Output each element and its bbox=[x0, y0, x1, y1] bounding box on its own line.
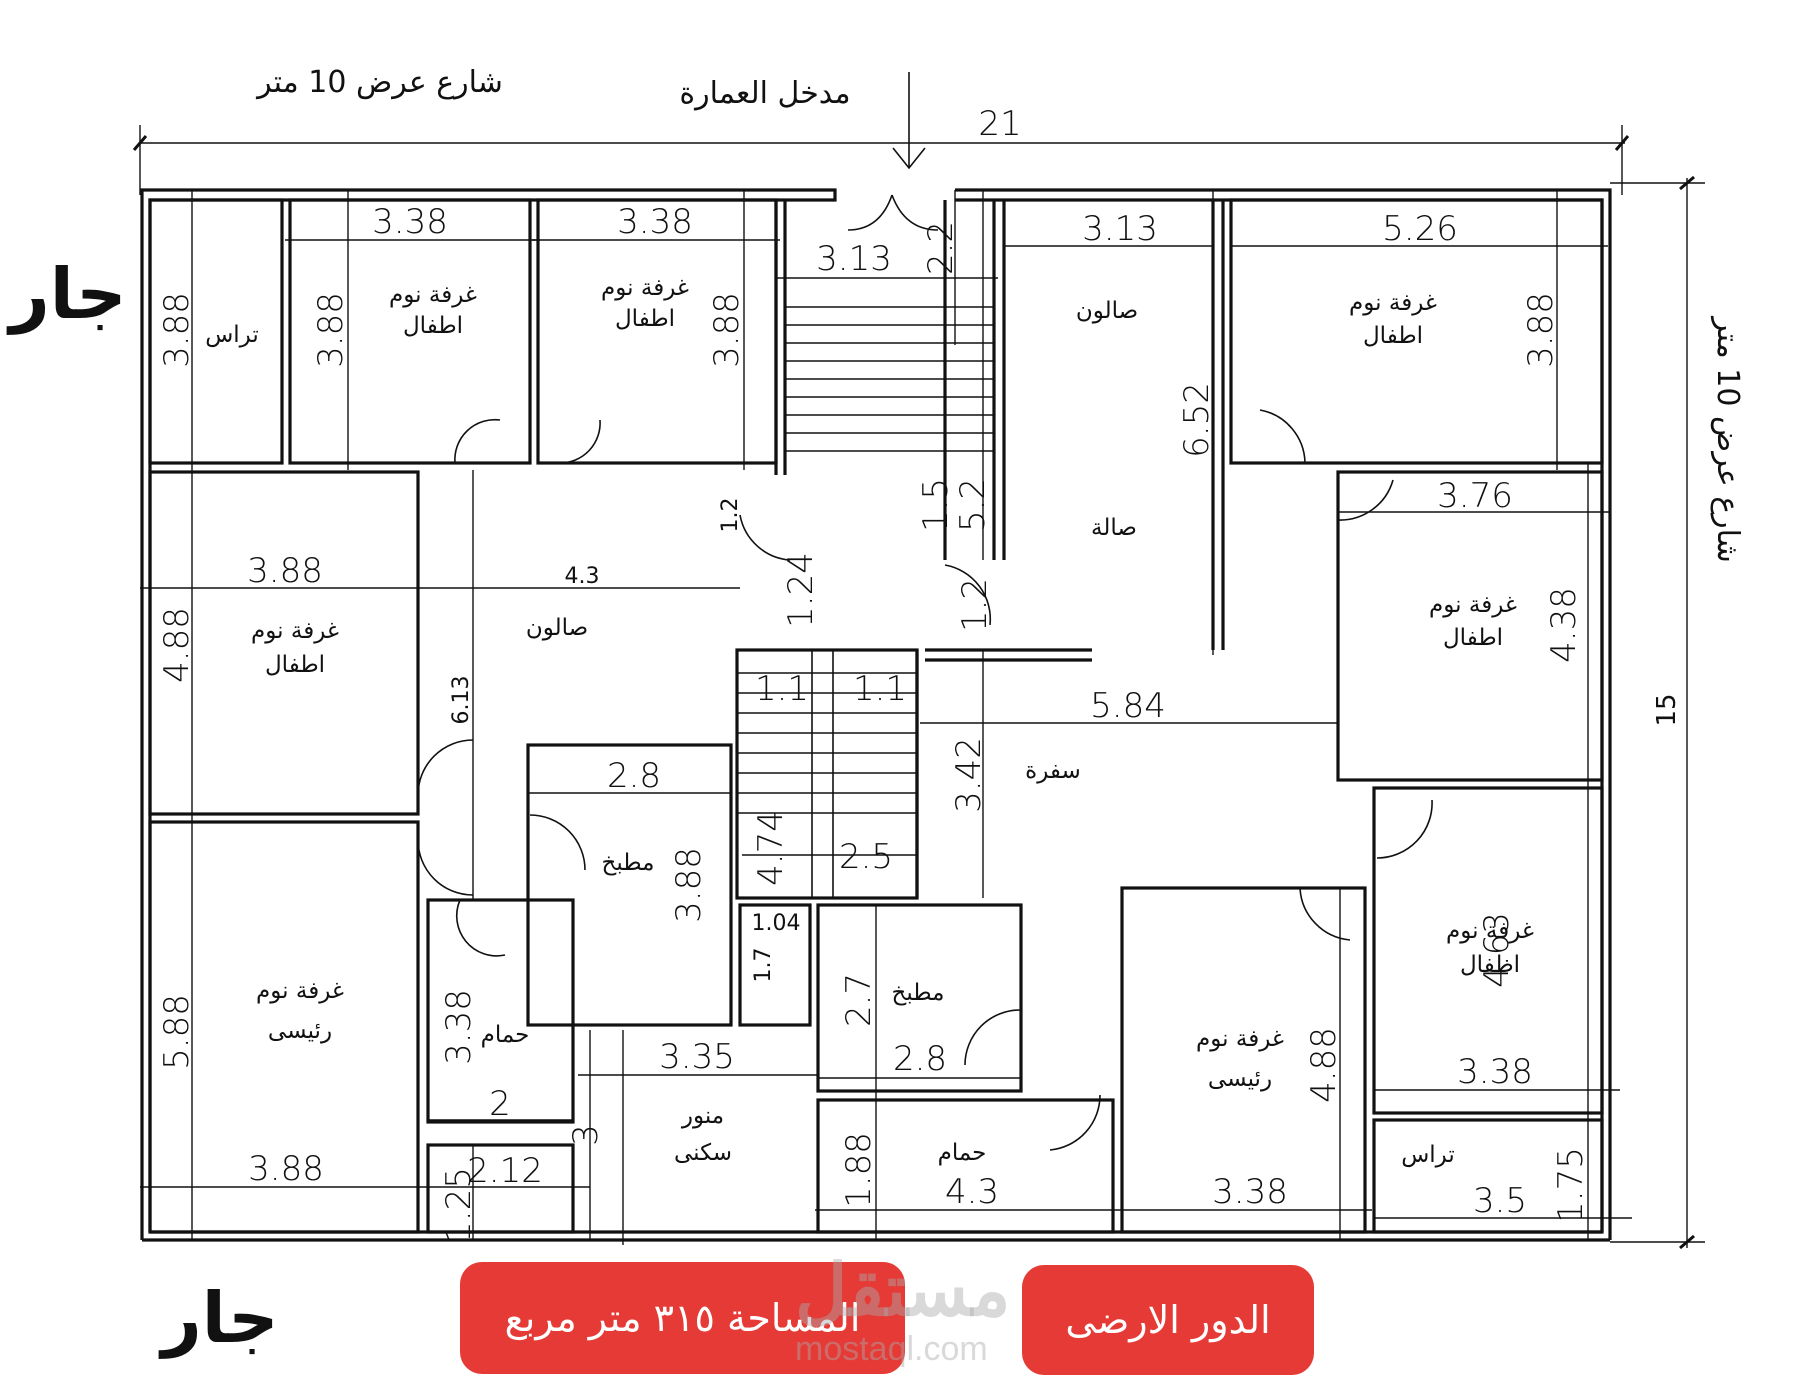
svg-text:4.38: 4.38 bbox=[1544, 587, 1584, 663]
svg-text:1.2: 1.2 bbox=[955, 578, 995, 632]
room-label-salon-west: صالون bbox=[526, 615, 588, 641]
neighbor-bottom-label: جار bbox=[158, 1277, 278, 1359]
room-label-kids-se: غرفة نوم bbox=[1446, 918, 1534, 944]
watermark-arabic: مستقل bbox=[795, 1251, 1011, 1331]
svg-text:3: 3 bbox=[566, 1124, 606, 1146]
svg-text:3.13: 3.13 bbox=[816, 239, 892, 279]
svg-text:3.38: 3.38 bbox=[1457, 1052, 1533, 1092]
svg-text:6.13: 6.13 bbox=[449, 676, 474, 725]
room-label-bath-w: حمام bbox=[481, 1022, 530, 1048]
svg-text:3.88: 3.88 bbox=[248, 1149, 324, 1189]
room-label-terrace-se: تراس bbox=[1401, 1142, 1455, 1168]
room-label-kids2: غرفة نوم bbox=[601, 275, 689, 301]
svg-text:5.88: 5.88 bbox=[157, 994, 197, 1070]
room-label-master-w: غرفة نوم bbox=[256, 978, 344, 1004]
svg-text:3.38: 3.38 bbox=[439, 989, 479, 1065]
neighbor-left-label: جار bbox=[6, 253, 126, 335]
interior-walls bbox=[148, 194, 1604, 1245]
room-label-salon-east: صالون bbox=[1076, 298, 1138, 324]
svg-text:1.24: 1.24 bbox=[781, 552, 821, 628]
svg-text:1.04: 1.04 bbox=[752, 911, 801, 936]
svg-text:2.8: 2.8 bbox=[607, 756, 661, 796]
room-label-bath-e: حمام bbox=[938, 1140, 987, 1166]
svg-text:1.7: 1.7 bbox=[751, 948, 776, 983]
room-label-dining: سفرة bbox=[1025, 758, 1081, 784]
room-label-kids-ne: غرفة نوم bbox=[1349, 290, 1437, 316]
svg-text:2.7: 2.7 bbox=[839, 973, 879, 1027]
svg-text:4.88: 4.88 bbox=[1304, 1027, 1344, 1103]
svg-text:3.13: 3.13 bbox=[1082, 209, 1158, 249]
svg-text:1.88: 1.88 bbox=[839, 1132, 879, 1208]
street-right-label: شارع عرض 10 متر bbox=[1710, 315, 1745, 563]
svg-text:1.1: 1.1 bbox=[853, 669, 907, 709]
svg-text:4.74: 4.74 bbox=[751, 810, 791, 886]
svg-text:3.38: 3.38 bbox=[617, 202, 693, 242]
svg-text:3.76: 3.76 bbox=[1437, 476, 1513, 516]
entrance-label: مدخل العمارة bbox=[679, 76, 850, 111]
room-label-kids-w: غرفة نوم bbox=[251, 618, 339, 644]
room-label-kitchen-e: مطبخ bbox=[892, 980, 945, 1006]
room-label-kitchen-w: مطبخ bbox=[602, 850, 655, 876]
svg-text:اطفال: اطفال bbox=[615, 306, 675, 332]
svg-text:3.88: 3.88 bbox=[311, 292, 351, 368]
svg-text:15: 15 bbox=[1652, 693, 1682, 726]
svg-text:2.8: 2.8 bbox=[893, 1039, 947, 1079]
floor-banner: الدور الارضى bbox=[1022, 1265, 1314, 1375]
svg-text:رئيسى: رئيسى bbox=[1208, 1066, 1272, 1092]
svg-text:2: 2 bbox=[489, 1084, 511, 1124]
svg-text:6.52: 6.52 bbox=[1177, 382, 1217, 458]
svg-text:2.5: 2.5 bbox=[839, 837, 893, 877]
room-label-terrace-nw: تراس bbox=[205, 322, 259, 348]
svg-text:اطفال: اطفال bbox=[403, 313, 463, 339]
svg-text:3.88: 3.88 bbox=[707, 292, 747, 368]
svg-text:3.88: 3.88 bbox=[669, 847, 709, 923]
svg-text:3.88: 3.88 bbox=[247, 551, 323, 591]
svg-text:3.5: 3.5 bbox=[1473, 1181, 1527, 1221]
svg-text:3.35: 3.35 bbox=[659, 1037, 735, 1077]
svg-text:3.38: 3.38 bbox=[1212, 1172, 1288, 1212]
svg-text:2.12: 2.12 bbox=[467, 1151, 543, 1191]
svg-text:4.3: 4.3 bbox=[565, 564, 600, 589]
svg-text:3.88: 3.88 bbox=[157, 292, 197, 368]
room-label-light-well: منور bbox=[681, 1103, 724, 1129]
svg-text:2.2: 2.2 bbox=[921, 221, 961, 275]
room-label-master-e: غرفة نوم bbox=[1196, 1026, 1284, 1052]
room-label-hall: صالة bbox=[1091, 515, 1137, 541]
svg-text:سكنى: سكنى bbox=[674, 1140, 732, 1166]
room-label-kids1: غرفة نوم bbox=[389, 282, 477, 308]
svg-text:1.25: 1.25 bbox=[439, 1167, 479, 1243]
area-banner: المساحة ٣١٥ متر مربع bbox=[460, 1262, 905, 1374]
svg-text:1.75: 1.75 bbox=[1551, 1147, 1591, 1223]
svg-text:5.2: 5.2 bbox=[953, 478, 993, 532]
svg-text:اطفال: اطفال bbox=[265, 652, 325, 678]
watermark-latin: mostaql.com bbox=[795, 1330, 988, 1368]
svg-text:3.38: 3.38 bbox=[372, 202, 448, 242]
svg-text:5.26: 5.26 bbox=[1382, 209, 1458, 249]
svg-text:3.42: 3.42 bbox=[949, 737, 989, 813]
svg-text:اطفال: اطفال bbox=[1443, 625, 1503, 651]
svg-text:1.5: 1.5 bbox=[916, 478, 956, 532]
svg-text:رئيسى: رئيسى bbox=[268, 1018, 332, 1044]
room-label-kids-e2: غرفة نوم bbox=[1429, 592, 1517, 618]
street-top-label: شارع عرض 10 متر bbox=[255, 65, 503, 100]
svg-text:3.88: 3.88 bbox=[1521, 292, 1561, 368]
svg-text:4.3: 4.3 bbox=[945, 1172, 999, 1212]
svg-text:5.84: 5.84 bbox=[1090, 686, 1166, 726]
svg-text:اطفال: اطفال bbox=[1460, 952, 1520, 978]
svg-text:4.88: 4.88 bbox=[157, 607, 197, 683]
svg-text:اطفال: اطفال bbox=[1363, 323, 1423, 349]
svg-text:1.1: 1.1 bbox=[755, 669, 809, 709]
overall-width-dim: 21 bbox=[978, 104, 1021, 144]
dimension-lines bbox=[140, 190, 1632, 1240]
svg-text:1.2: 1.2 bbox=[718, 498, 743, 533]
svg-text:4.63: 4.63 bbox=[1477, 912, 1517, 988]
